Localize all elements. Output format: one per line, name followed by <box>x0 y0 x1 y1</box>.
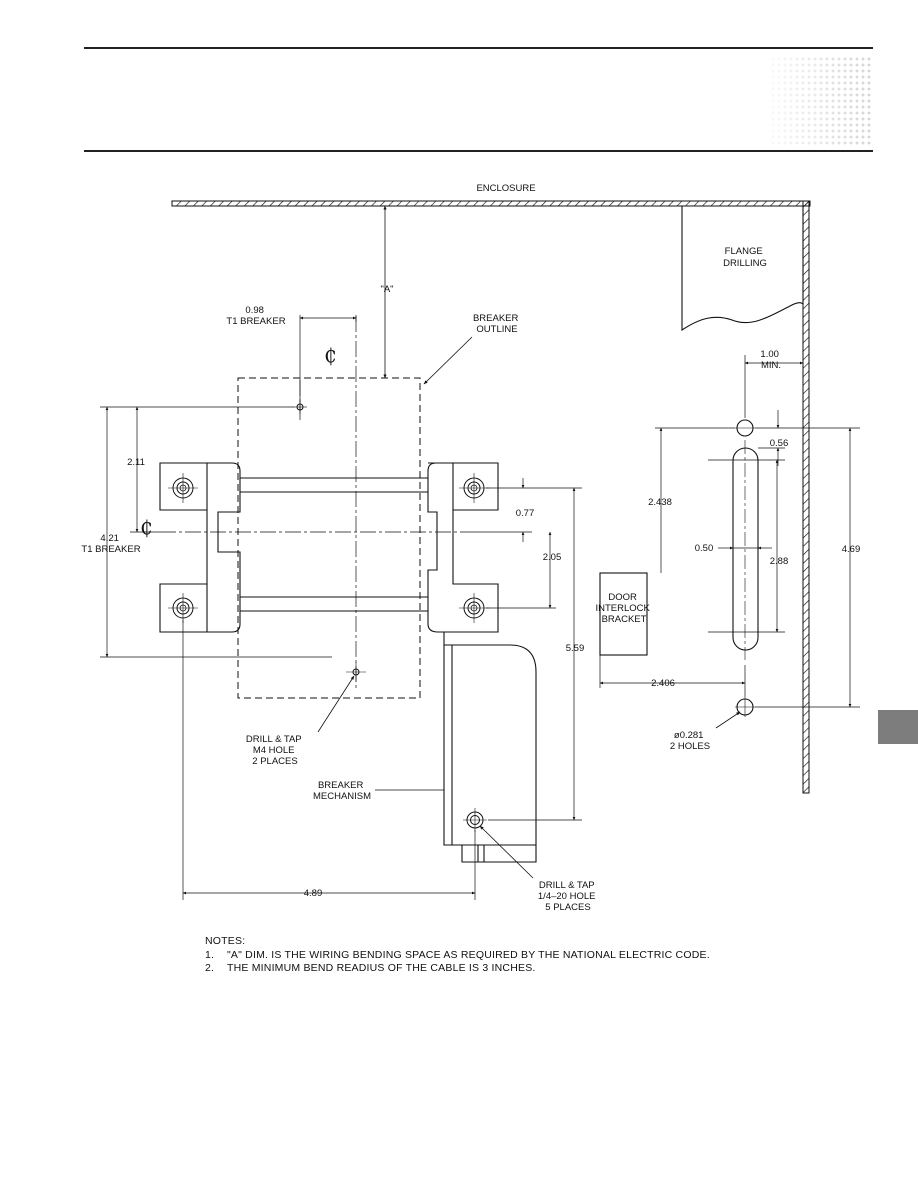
hole-1420-right-bottom <box>459 593 489 623</box>
m4-hole-bottom <box>346 662 366 682</box>
dim-469 <box>755 427 860 708</box>
breaker-outline <box>237 377 421 699</box>
hole-1420-left-bottom <box>168 593 198 623</box>
dim-559-label: 5.59 <box>566 643 585 654</box>
door-interlock-bracket <box>599 572 648 656</box>
dim-205-label: 2.05 <box>543 552 562 563</box>
breaker-mechanism <box>443 632 537 863</box>
note-item-2: 2. THE MINIMUM BEND READIUS OF THE CABLE … <box>205 962 710 976</box>
hole-1420-mechanism <box>463 808 487 832</box>
dim-211-label: 2.11 <box>127 457 145 468</box>
dim-100-min <box>744 355 804 418</box>
hole-0281-top <box>735 419 755 437</box>
flange-drilling-label: FLANGE DRILLING <box>723 246 767 269</box>
centerline-symbol-horizontal: ₵ <box>140 515 153 539</box>
hole-1420-right-top <box>459 473 489 503</box>
dim-489-label: 4.89 <box>304 888 323 899</box>
dim-421-label: 4.21 T1 BREAKER <box>81 533 140 555</box>
notes-heading: NOTES: <box>205 935 246 947</box>
hole-0281-label: ø0.281 2 HOLES <box>670 730 710 752</box>
hole-0281-leader <box>715 711 741 729</box>
door-interlock-label: DOOR INTERLOCK BRACKET <box>595 592 652 625</box>
dim-2438-label: 2.438 <box>648 497 672 508</box>
dim-2406 <box>599 655 746 697</box>
drill-1420-label: DRILL & TAP 1/4–20 HOLE 5 PLACES <box>538 880 598 913</box>
breaker-body <box>240 477 428 612</box>
header-rule-top <box>84 47 873 49</box>
m4-hole-top <box>293 400 307 414</box>
dim-077-label: 0.77 <box>516 508 535 519</box>
dim-469-label: 4.69 <box>842 544 861 555</box>
dim-288 <box>708 459 785 633</box>
centerlines <box>160 316 460 690</box>
dim-489 <box>182 620 476 900</box>
hole-1420-left-top <box>168 473 198 503</box>
note-number: 2. <box>205 962 215 974</box>
dim-098-label: 0.98 T1 BREAKER <box>226 305 285 327</box>
dim-098 <box>299 315 357 405</box>
note-number: 1. <box>205 948 215 961</box>
left-bracket <box>159 462 241 633</box>
drill-m4-label: DRILL & TAP M4 HOLE 2 PLACES <box>246 734 304 767</box>
drill-1420-leader <box>479 825 534 879</box>
enclosure-wall <box>171 200 811 794</box>
header-rule-bottom <box>84 150 873 152</box>
note-text: "A" DIM. IS THE WIRING BENDING SPACE AS … <box>227 948 710 961</box>
dim-056-label: 0.56 <box>770 438 789 449</box>
dim-077-205-559 <box>460 478 582 821</box>
dim-211-421 <box>100 406 332 658</box>
section-tab <box>878 710 918 744</box>
centerline-symbol-vertical: ₵ <box>324 343 337 367</box>
dim-a-label: "A" <box>380 284 393 295</box>
m4-leader <box>317 675 355 733</box>
dim-2438 <box>655 427 735 573</box>
enclosure-label: ENCLOSURE <box>476 183 535 194</box>
note-item-1: 1. "A" DIM. IS THE WIRING BENDING SPACE A… <box>205 949 710 963</box>
hole-0281-bottom <box>735 697 755 717</box>
breaker-outline-label: BREAKER OUTLINE <box>473 313 521 335</box>
header-dot-pattern <box>770 56 873 146</box>
breaker-outline-leader <box>423 336 473 385</box>
right-slot <box>732 440 759 660</box>
note-text: THE MINIMUM BEND READIUS OF THE CABLE IS… <box>227 962 536 974</box>
dim-050-label: 0.50 <box>695 543 714 554</box>
dim-288-label: 2.88 <box>770 556 789 567</box>
dim-100-min-label: 1.00 MIN. <box>760 349 781 371</box>
dim-2406-label: 2.406 <box>651 678 675 689</box>
notes-block: NOTES: 1. "A" DIM. IS THE WIRING BENDING … <box>205 935 710 976</box>
breaker-mechanism-label: BREAKER MECHANISM <box>313 780 371 802</box>
flange-drilling-outline <box>681 206 804 332</box>
